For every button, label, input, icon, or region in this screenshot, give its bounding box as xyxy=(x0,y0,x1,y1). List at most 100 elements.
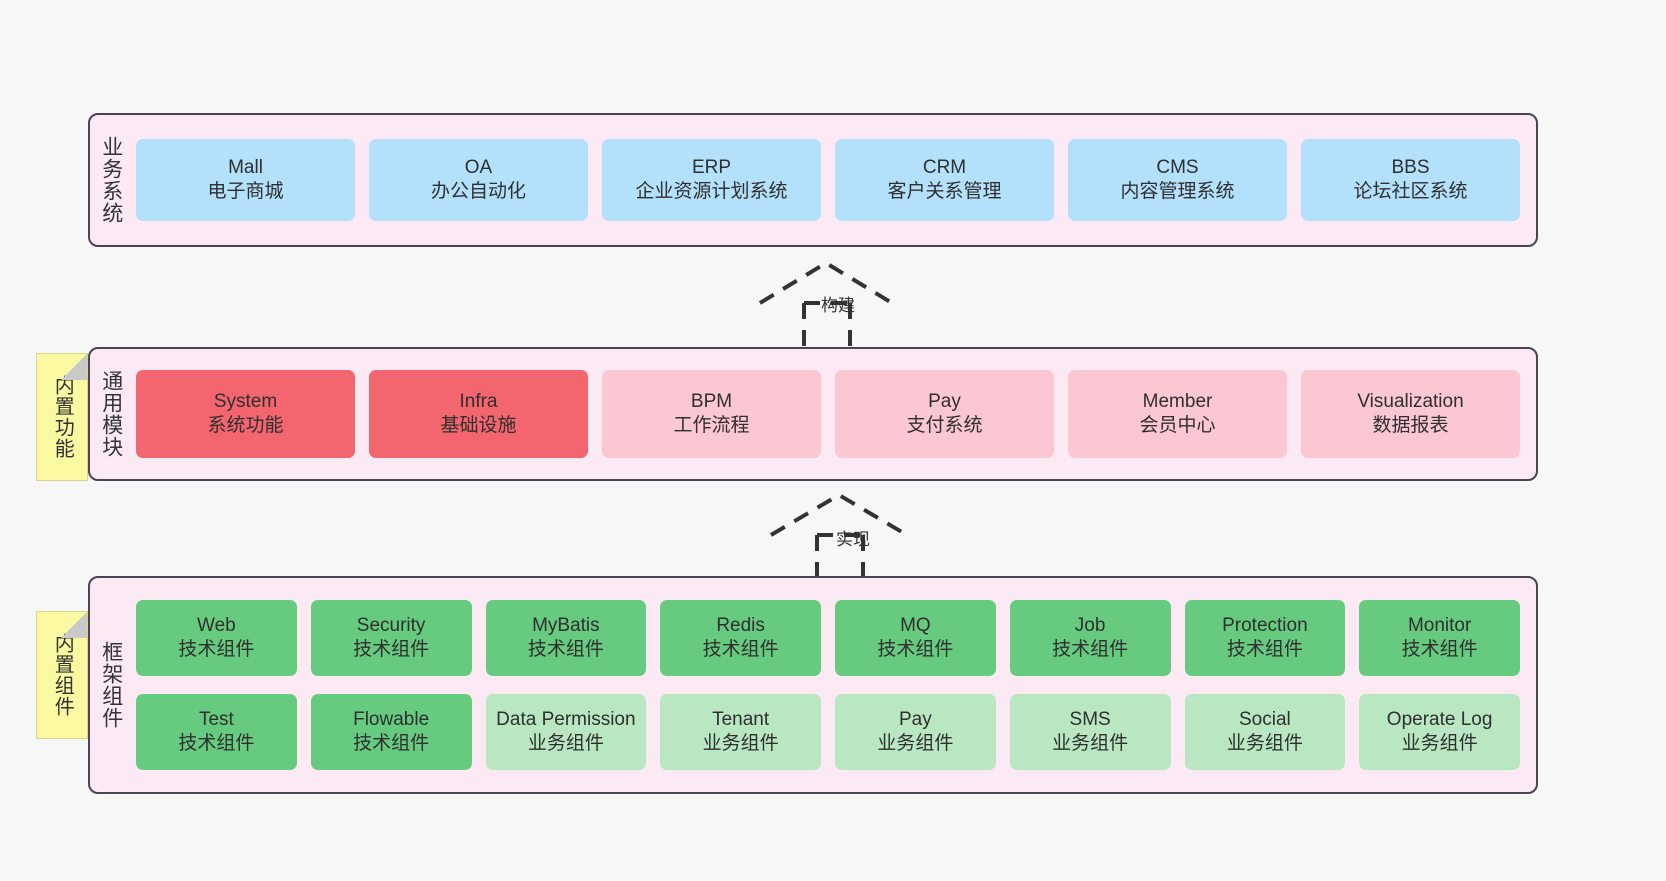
card-title: Web xyxy=(197,614,236,636)
card-job[interactable]: Job 技术组件 xyxy=(1009,600,1171,676)
generalization-arrow-icon xyxy=(758,260,894,351)
card-subtitle: 系统功能 xyxy=(207,415,284,436)
card-erp[interactable]: ERP 企业资源计划系统 xyxy=(602,139,821,221)
card-security[interactable]: Security 技术组件 xyxy=(310,600,472,676)
sticky-note-builtin-functions[interactable]: 内置功能 xyxy=(36,353,88,481)
card-title: Member xyxy=(1142,390,1213,412)
card-title: ERP xyxy=(691,156,732,178)
card-web[interactable]: Web 技术组件 xyxy=(136,600,297,676)
band-cards-modules: System 系统功能 Infra 基础设施 BPM 工作流程 Pay 支付系统… xyxy=(132,349,1536,479)
card-member[interactable]: Member 会员中心 xyxy=(1068,370,1287,458)
card-subtitle: 业务组件 xyxy=(527,733,604,754)
card-subtitle: 内容管理系统 xyxy=(1120,181,1235,202)
card-title: System xyxy=(213,390,278,412)
card-social[interactable]: Social 业务组件 xyxy=(1184,694,1346,770)
connector-implement: 实现 xyxy=(753,487,953,587)
card-subtitle: 技术组件 xyxy=(1226,639,1303,660)
card-subtitle: 技术组件 xyxy=(877,639,954,660)
card-mall[interactable]: Mall 电子商城 xyxy=(136,139,355,221)
connector-build: 构建 xyxy=(738,253,938,353)
card-infra[interactable]: Infra 基础设施 xyxy=(369,370,588,458)
band-cards-business: Mall 电子商城 OA 办公自动化 ERP 企业资源计划系统 CRM 客户关系… xyxy=(132,115,1536,245)
card-monitor[interactable]: Monitor 技术组件 xyxy=(1359,600,1520,676)
card-title: SMS xyxy=(1069,708,1111,730)
card-row: System 系统功能 Infra 基础设施 BPM 工作流程 Pay 支付系统… xyxy=(136,370,1520,458)
card-title: OA xyxy=(464,156,493,178)
card-title: Test xyxy=(198,708,234,730)
card-subtitle: 技术组件 xyxy=(1401,639,1478,660)
card-title: MyBatis xyxy=(532,614,600,636)
card-subtitle: 技术组件 xyxy=(353,639,430,660)
card-subtitle: 业务组件 xyxy=(1052,733,1129,754)
card-bpm[interactable]: BPM 工作流程 xyxy=(602,370,821,458)
card-subtitle: 客户关系管理 xyxy=(887,181,1002,202)
card-subtitle: 技术组件 xyxy=(178,733,255,754)
card-tenant[interactable]: Tenant 业务组件 xyxy=(660,694,821,770)
card-row: Web 技术组件 Security 技术组件 MyBatis 技术组件 Redi… xyxy=(136,600,1520,676)
card-title: Mall xyxy=(228,156,263,178)
card-subtitle: 支付系统 xyxy=(906,415,983,436)
connector-label: 实现 xyxy=(836,530,870,549)
band-label-business: 业务系统 xyxy=(99,136,123,224)
card-title: Visualization xyxy=(1357,390,1464,412)
card-subtitle: 业务组件 xyxy=(877,733,954,754)
layer-band-business[interactable]: 业务系统 Mall 电子商城 OA 办公自动化 ERP 企业资源计划系统 CRM… xyxy=(88,113,1538,247)
card-title: Infra xyxy=(459,390,498,412)
card-cms[interactable]: CMS 内容管理系统 xyxy=(1068,139,1287,221)
card-test[interactable]: Test 技术组件 xyxy=(136,694,297,770)
card-operate-log[interactable]: Operate Log 业务组件 xyxy=(1359,694,1520,770)
sticky-note-builtin-components[interactable]: 内置组件 xyxy=(36,611,88,739)
card-title: Operate Log xyxy=(1386,708,1493,730)
band-cards-framework: Web 技术组件 Security 技术组件 MyBatis 技术组件 Redi… xyxy=(132,578,1536,792)
card-title: Flowable xyxy=(353,708,430,730)
band-label-modules: 通用模块 xyxy=(99,370,123,458)
band-label-framework: 框架组件 xyxy=(99,641,123,729)
card-system[interactable]: System 系统功能 xyxy=(136,370,355,458)
connector-label: 构建 xyxy=(821,296,855,315)
card-subtitle: 电子商城 xyxy=(207,181,284,202)
card-title: Pay xyxy=(928,390,961,412)
card-flowable[interactable]: Flowable 技术组件 xyxy=(310,694,472,770)
card-title: BBS xyxy=(1391,156,1430,178)
card-subtitle: 数据报表 xyxy=(1372,415,1449,436)
card-title: MQ xyxy=(900,614,931,636)
card-pay-module[interactable]: Pay 支付系统 xyxy=(835,370,1054,458)
card-subtitle: 技术组件 xyxy=(353,733,430,754)
card-subtitle: 基础设施 xyxy=(440,415,517,436)
card-subtitle: 业务组件 xyxy=(1401,733,1478,754)
card-row: Test 技术组件 Flowable 技术组件 Data Permission … xyxy=(136,694,1520,770)
card-subtitle: 技术组件 xyxy=(178,639,255,660)
card-subtitle: 技术组件 xyxy=(702,639,779,660)
card-title: CMS xyxy=(1156,156,1199,178)
card-pay-component[interactable]: Pay 业务组件 xyxy=(835,694,996,770)
card-protection[interactable]: Protection 技术组件 xyxy=(1184,600,1346,676)
card-subtitle: 业务组件 xyxy=(702,733,779,754)
card-visualization[interactable]: Visualization 数据报表 xyxy=(1301,370,1520,458)
layer-band-framework[interactable]: 框架组件 Web 技术组件 Security 技术组件 MyBatis 技术组件… xyxy=(88,576,1538,794)
card-title: Job xyxy=(1074,614,1106,636)
card-subtitle: 企业资源计划系统 xyxy=(635,181,788,202)
card-bbs[interactable]: BBS 论坛社区系统 xyxy=(1301,139,1520,221)
card-subtitle: 论坛社区系统 xyxy=(1353,181,1468,202)
card-title: Pay xyxy=(899,708,932,730)
card-subtitle: 业务组件 xyxy=(1226,733,1303,754)
card-subtitle: 技术组件 xyxy=(1052,639,1129,660)
card-title: Social xyxy=(1239,708,1291,730)
card-data-permission[interactable]: Data Permission 业务组件 xyxy=(485,694,647,770)
card-row: Mall 电子商城 OA 办公自动化 ERP 企业资源计划系统 CRM 客户关系… xyxy=(136,139,1520,221)
card-sms[interactable]: SMS 业务组件 xyxy=(1009,694,1171,770)
card-title: Protection xyxy=(1222,614,1308,636)
card-oa[interactable]: OA 办公自动化 xyxy=(369,139,588,221)
card-title: Tenant xyxy=(712,708,770,730)
generalization-arrow-icon xyxy=(769,492,909,583)
layer-band-modules[interactable]: 通用模块 System 系统功能 Infra 基础设施 BPM 工作流程 Pay… xyxy=(88,347,1538,481)
card-crm[interactable]: CRM 客户关系管理 xyxy=(835,139,1054,221)
card-redis[interactable]: Redis 技术组件 xyxy=(660,600,821,676)
sticky-note-label: 内置功能 xyxy=(51,375,74,459)
card-mq[interactable]: MQ 技术组件 xyxy=(835,600,996,676)
sticky-note-label: 内置组件 xyxy=(51,633,74,717)
card-subtitle: 工作流程 xyxy=(673,415,750,436)
card-mybatis[interactable]: MyBatis 技术组件 xyxy=(485,600,647,676)
card-subtitle: 办公自动化 xyxy=(430,181,526,202)
